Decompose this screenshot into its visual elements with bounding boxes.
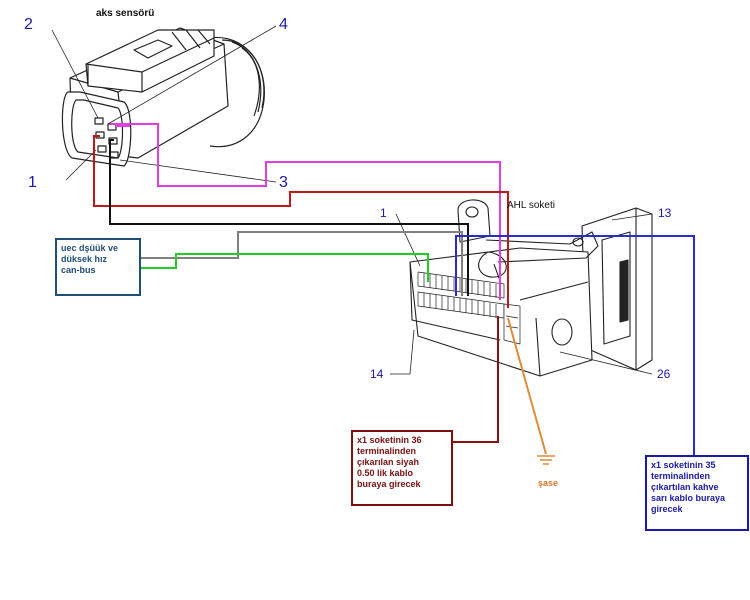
sensor-title: aks sensörü [96,8,155,19]
sensor-pin-3-label: 3 [279,174,288,191]
sensor-pin-1-label: 1 [28,174,37,191]
ground-symbol [537,455,555,465]
socket-title: AHL soketi [507,200,555,211]
brown-wire-note: x1 soketinin 35 terminalinden çıkartılan… [645,455,749,531]
socket-pin-13-label: 13 [658,206,672,220]
red-wire [93,135,509,308]
black-wire [109,139,469,296]
socket-pin-26-label: 26 [657,367,671,381]
can-bus-note: uec dşüük ve düksek hız can-bus [55,238,141,296]
sensor-connector [51,25,277,183]
magenta-wire-pin3 [110,123,501,300]
gray-wire [140,231,463,296]
sensor-pin-2-label: 2 [24,16,33,33]
black-wire-note: x1 soketinin 36 terminalinden çıkarılan … [351,430,453,506]
socket-pin-14-label: 14 [370,367,384,381]
socket-pin-1-label: 1 [380,206,387,220]
ground-label: şase [538,478,559,488]
ahl-socket [390,199,653,377]
darkred-wire [443,316,499,443]
sensor-pin-4-label: 4 [279,16,288,33]
green-wire [140,253,429,282]
orange-wire [507,317,547,455]
